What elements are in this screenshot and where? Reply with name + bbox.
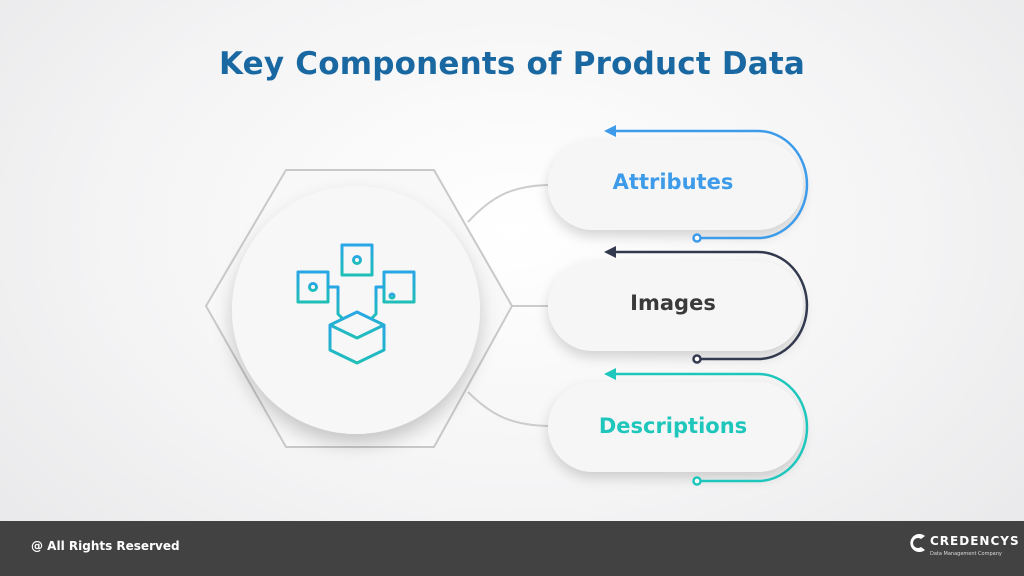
images-label: Images — [630, 291, 716, 315]
attributes-flow-arrow — [612, 129, 809, 240]
product-data-network-icon — [296, 243, 416, 365]
connector-lines — [467, 184, 549, 427]
page-title: Key Components of Product Data — [218, 46, 806, 82]
descriptions-arrowhead-icon — [604, 368, 616, 380]
descriptions-label: Descriptions — [598, 414, 748, 438]
component-descriptions — [548, 368, 809, 486]
component-attributes — [548, 125, 809, 243]
images-arrowhead-icon — [604, 246, 616, 258]
brand-name: CREDENCYS — [930, 534, 1020, 548]
attributes-label: Attributes — [612, 170, 734, 194]
copyright-text: @ All Rights Reserved — [31, 539, 180, 553]
images-endpoint — [692, 354, 702, 364]
attributes-arrowhead-icon — [604, 125, 616, 137]
credencys-logo-icon — [910, 534, 925, 552]
descriptions-endpoint — [692, 476, 702, 486]
brand-logo: CREDENCYS Data Management Company — [908, 529, 1019, 569]
component-images — [548, 246, 809, 364]
attributes-endpoint — [692, 233, 702, 243]
images-flow-arrow — [612, 250, 809, 361]
footer-bar: @ All Rights Reserved CREDENCYS Data Man… — [0, 521, 1024, 576]
descriptions-flow-arrow — [612, 372, 809, 483]
brand-tagline: Data Management Company — [930, 551, 1002, 557]
